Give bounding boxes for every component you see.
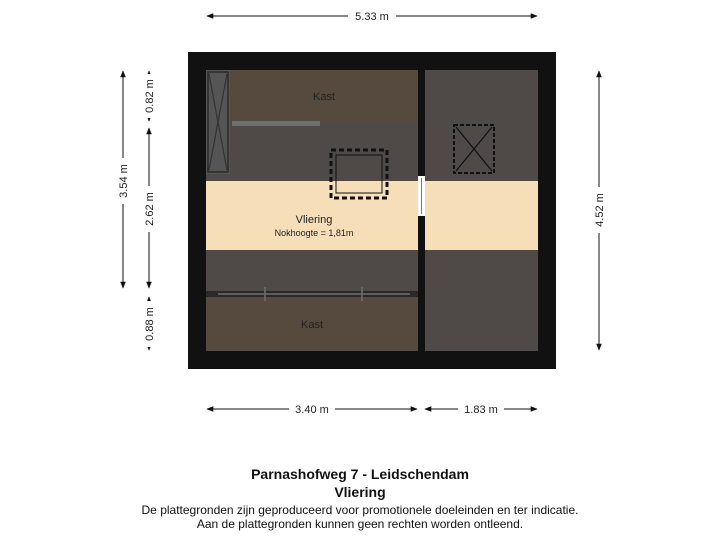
dimension-label-bg [142,74,156,118]
attic-hatch [329,148,389,200]
attic-hatch-inner [335,154,383,194]
disclaimer-line-1: De plattegronden zijn geproduceerd voor … [141,503,579,517]
dimension-left-total: 3.54 m [118,164,130,198]
dimension-bottom-left: 3.40 m [295,404,329,416]
dimension-label-bg [348,9,396,23]
dimension-left-middle: 2.62 m [144,192,156,226]
storage-column-border [207,71,229,173]
dimension-label-bg [116,158,130,204]
dimension-top-width: 5.33 m [355,11,389,23]
dimension-left-bottom: 0.88 m [144,307,156,341]
kast-bottom-area [206,297,418,351]
dimension-label-bg [142,301,156,347]
dimension-bottom-right: 1.83 m [464,404,498,416]
vliering-band-right [425,181,538,250]
storage-column-cross [208,73,228,171]
floor-name: Vliering [334,484,386,500]
nokhoogte-label: Nokhoogte = 1,81m [275,228,354,238]
dimension-right: 4.52 m [594,193,606,227]
kast-top-area [230,70,418,122]
dimension-label-bg [458,402,504,416]
dimension-label-bg [142,186,156,232]
vliering-band-left [206,181,418,250]
floor-plan: Kast Vliering Nokhoogte = 1,81m Kast 5.3… [116,9,606,416]
disclaimer-line-2: Aan de plattegronden kunnen geen rechten… [196,517,524,531]
roof-window-cross [455,126,493,172]
kast-top-rail [232,121,320,126]
dimension-left-top: 0.82 m [144,79,156,113]
property-address: Parnashofweg 7 - Leidschendam [251,466,469,482]
dimension-label-bg [592,187,606,233]
kast-top-label: Kast [313,91,335,103]
kast-bottom-label: Kast [301,319,323,331]
vliering-label: Vliering [296,214,333,226]
dimension-label-bg [289,402,335,416]
roof-window [453,124,495,174]
